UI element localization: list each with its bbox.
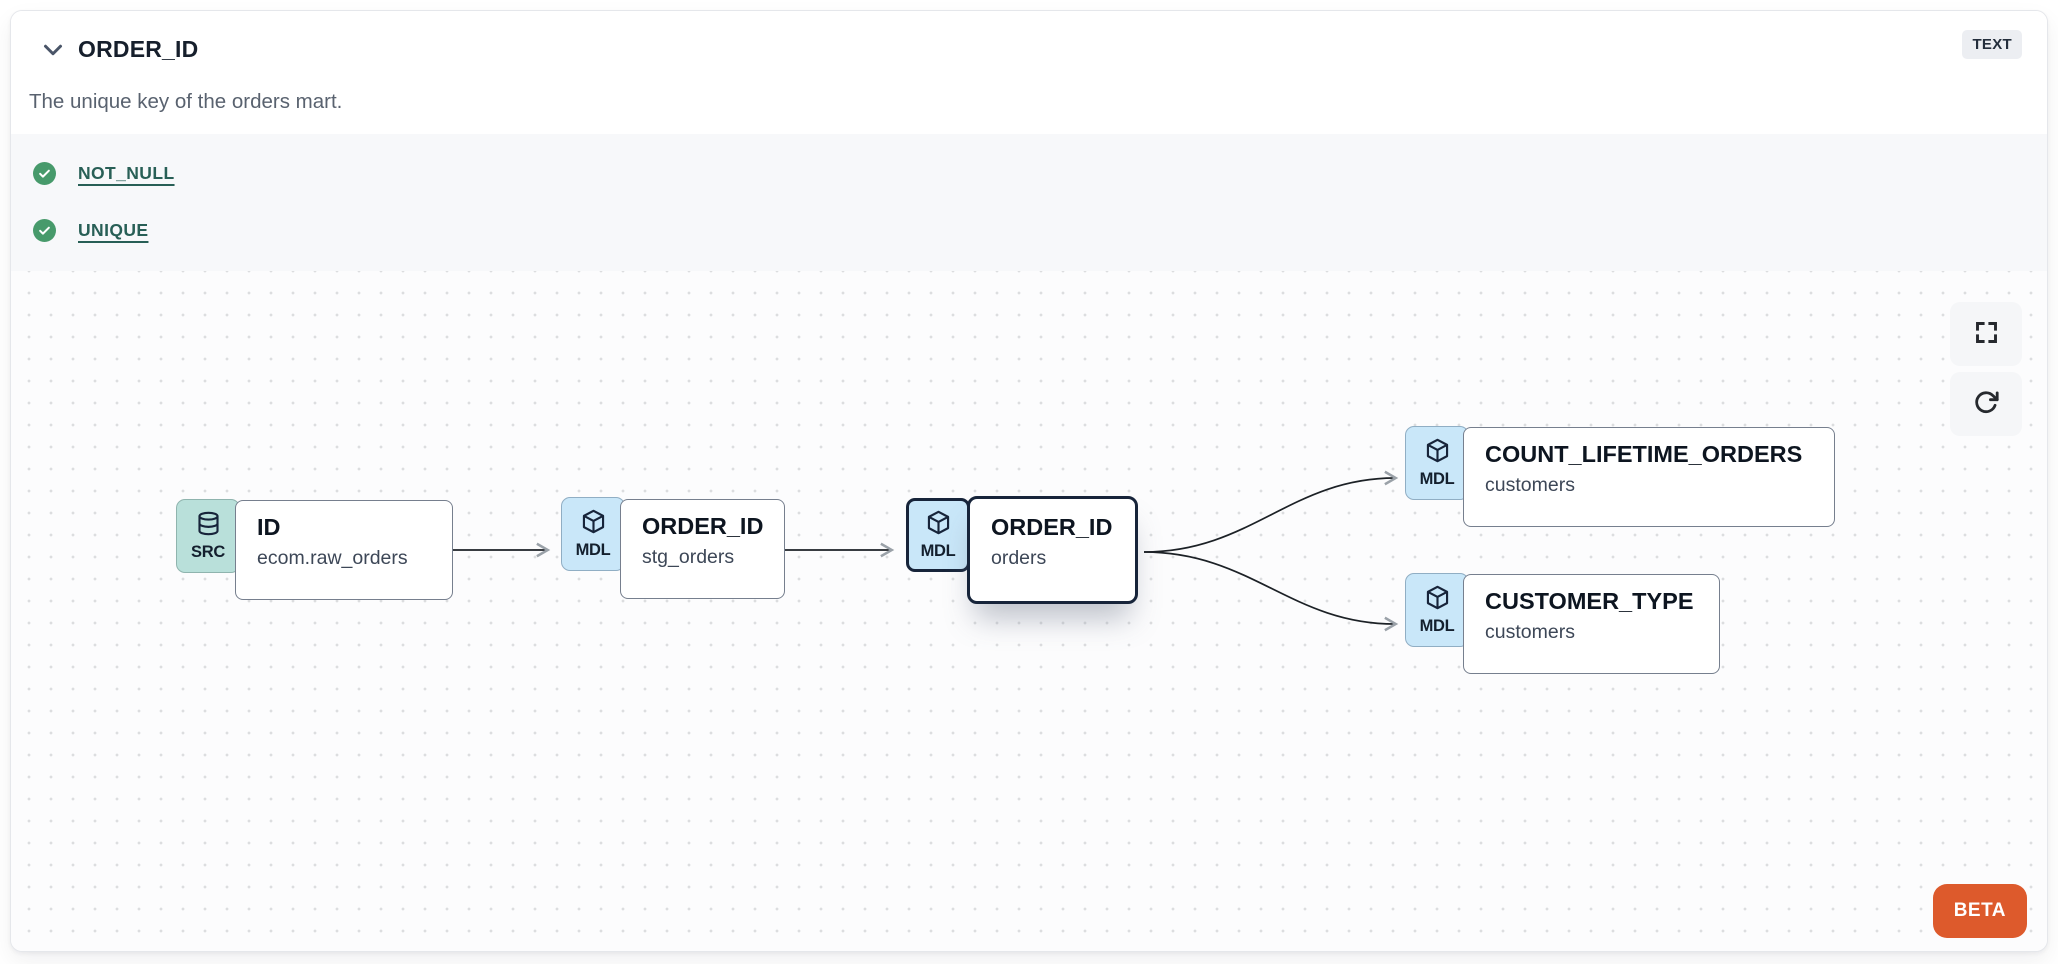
node-type-badge-mdl: MDL (1405, 573, 1469, 647)
cube-icon (1424, 584, 1451, 616)
column-details-card: ORDER_ID TEXT The unique key of the orde… (10, 10, 2048, 952)
column-type-badge: TEXT (1962, 30, 2022, 59)
lineage-node-customer-type-customers[interactable]: CUSTOMER_TYPE customers (1463, 574, 1720, 674)
node-title: ID (257, 514, 281, 540)
test-row: NOT_NULL (33, 158, 2047, 188)
node-type-label: MDL (575, 541, 611, 559)
chevron-down-icon (38, 35, 68, 68)
node-subtitle: orders (991, 547, 1047, 569)
tests-section: NOT_NULL UNIQUE (11, 134, 2047, 271)
node-type-label: MDL (920, 542, 956, 560)
node-type-badge-mdl-selected: MDL (906, 498, 970, 572)
node-title: CUSTOMER_TYPE (1485, 588, 1694, 614)
test-link-unique[interactable]: UNIQUE (78, 219, 149, 240)
cube-icon (925, 509, 952, 541)
node-title: ORDER_ID (642, 513, 764, 539)
column-description: The unique key of the orders mart. (29, 90, 343, 113)
node-type-label: SRC (191, 543, 225, 561)
collapse-toggle[interactable] (35, 33, 71, 69)
cube-icon (1424, 437, 1451, 469)
node-title: COUNT_LIFETIME_ORDERS (1485, 441, 1803, 467)
beta-badge: BETA (1932, 884, 2027, 938)
node-subtitle: customers (1485, 621, 1575, 643)
refresh-button[interactable] (1950, 372, 2022, 436)
fullscreen-button[interactable] (1950, 302, 2022, 366)
node-type-badge-mdl: MDL (561, 497, 625, 571)
column-title: ORDER_ID (78, 36, 199, 62)
test-link-not-null[interactable]: NOT_NULL (78, 162, 175, 183)
check-circle-icon (33, 218, 56, 242)
node-type-label: MDL (1419, 470, 1455, 488)
test-row: UNIQUE (33, 215, 2047, 245)
lineage-canvas[interactable]: SRC ID ecom.raw_orders MDL ORDER_ID stg_… (11, 271, 2047, 951)
check-circle-icon (33, 161, 56, 185)
lineage-edges (453, 470, 1399, 632)
database-icon (195, 510, 222, 542)
canvas-controls (1950, 302, 2022, 436)
lineage-node-id-ecom-raw-orders[interactable]: ID ecom.raw_orders (235, 500, 453, 600)
edge-orders-to-customer-type (1143, 551, 1399, 632)
node-type-badge-mdl: MDL (1405, 426, 1469, 500)
node-subtitle: stg_orders (642, 546, 735, 568)
lineage-node-order-id-orders-selected[interactable]: ORDER_ID orders (967, 496, 1138, 604)
lineage-node-count-lifetime-orders-customers[interactable]: COUNT_LIFETIME_ORDERS customers (1463, 427, 1835, 527)
header: ORDER_ID TEXT The unique key of the orde… (11, 11, 2047, 134)
fullscreen-icon (1973, 319, 2000, 349)
cube-icon (580, 508, 607, 540)
lineage-node-order-id-stg-orders[interactable]: ORDER_ID stg_orders (620, 499, 785, 599)
node-subtitle: customers (1485, 474, 1575, 496)
node-subtitle: ecom.raw_orders (257, 547, 408, 569)
node-type-badge-src: SRC (176, 499, 240, 573)
edge-orders-to-count-lifetime-orders (1143, 470, 1399, 553)
node-title: ORDER_ID (991, 514, 1113, 540)
node-type-label: MDL (1419, 617, 1455, 635)
refresh-icon (1973, 389, 2000, 419)
